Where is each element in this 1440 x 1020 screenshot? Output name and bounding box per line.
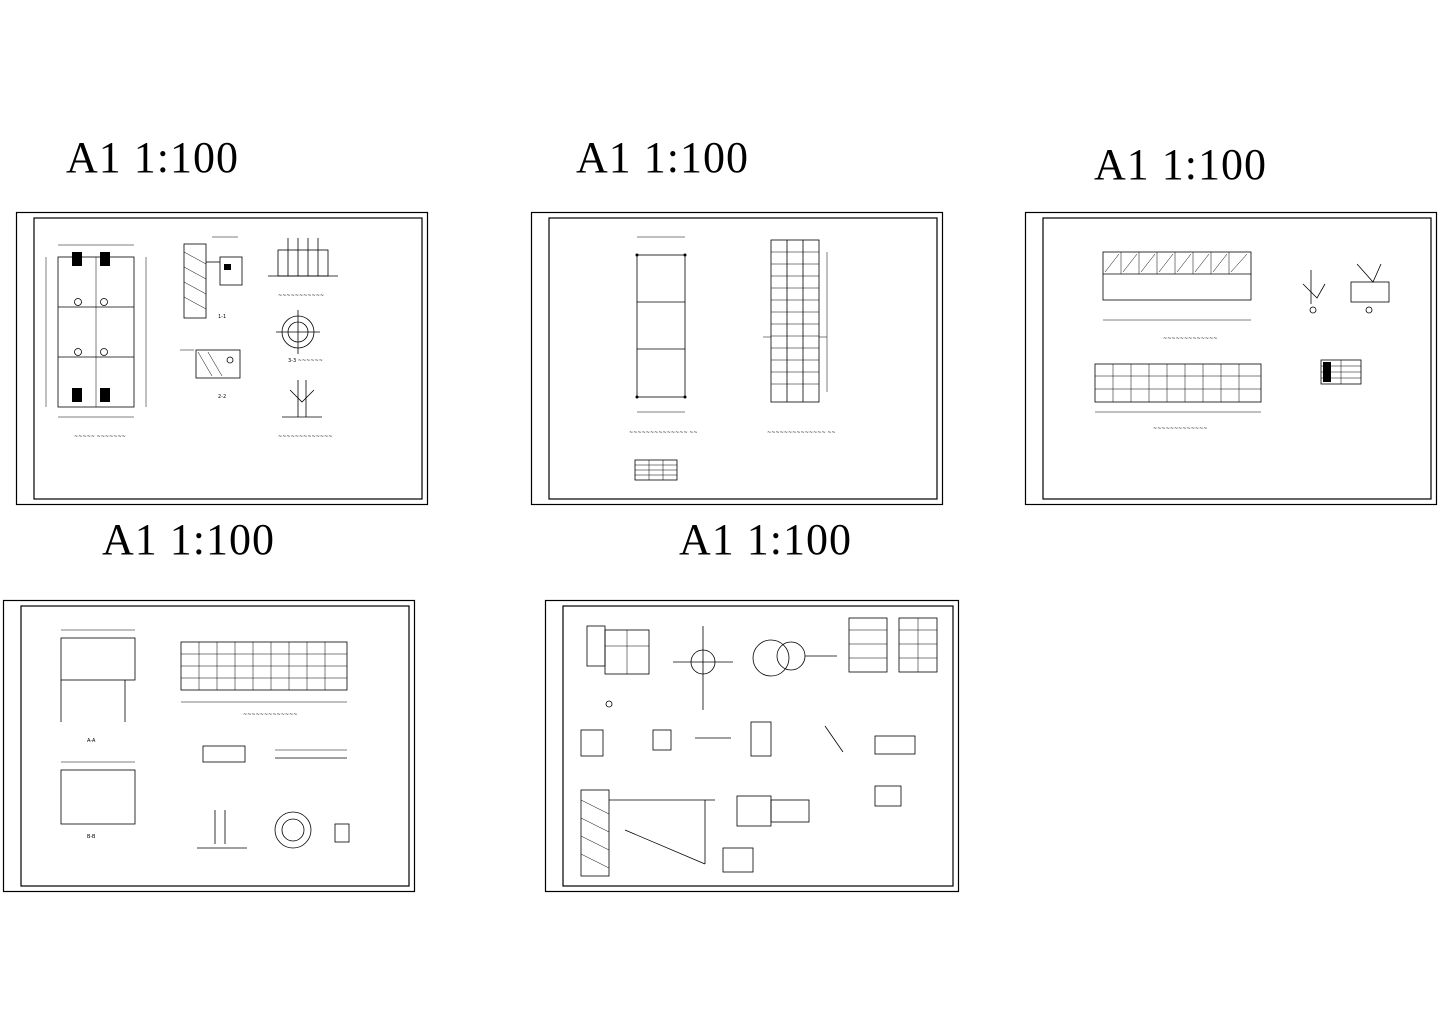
sheet-2-table: [634, 459, 678, 481]
svg-text:3-3 ~~~~~~: 3-3 ~~~~~~: [288, 358, 323, 364]
sheet-4-title: A1 1:100: [102, 515, 275, 564]
sheet-1-plan: ~~~~~ ~~~~~~~: [45, 244, 147, 440]
sheet-5-ring-node: [752, 639, 837, 677]
svg-text:~~~~~ ~~~~~~~: ~~~~~ ~~~~~~~: [74, 434, 126, 440]
sheet-2-frame-plan: ~~~~~~~~~~~~~~ ~~: [629, 236, 698, 436]
sheet-5-drawing: [544, 599, 960, 893]
svg-text:~~~~~~~~~~~~~: ~~~~~~~~~~~~~: [1153, 426, 1207, 432]
svg-text:~~~~~~~~~~~~~~ ~~: ~~~~~~~~~~~~~~ ~~: [767, 430, 836, 436]
svg-text:A-A: A-A: [87, 738, 96, 744]
sheet-1-title: A1 1:100: [66, 133, 239, 182]
sheet-3-drawing: ~~~~~~~~~~~~~ ~~~~~~~~~~~~~: [1024, 211, 1438, 506]
sheet-4-small-details: [197, 745, 350, 849]
sheet-5-node-detail-1: [586, 625, 650, 708]
sheet-4-elevation-b: B-B: [60, 761, 136, 840]
sheet-5-beam-details: [736, 785, 902, 827]
sheet-1-ring-detail: 3-3 ~~~~~~: [276, 310, 323, 364]
sheet-3-node-details: [1302, 263, 1390, 314]
sheet-1-base-detail: ~~~~~~~~~~~: [268, 238, 338, 299]
svg-text:~~~~~~~~~~~~~~ ~~: ~~~~~~~~~~~~~~ ~~: [629, 430, 698, 436]
sheet-1-drawing: ~~~~~ ~~~~~~~ 1-1 2-2 ~~~~~~~~~~~ 3-3 ~~…: [15, 211, 429, 506]
sheet-2-title: A1 1:100: [576, 133, 749, 182]
sheet-5-title: A1 1:100: [679, 515, 852, 564]
sheet-4-elevation-a: A-A: [60, 629, 136, 744]
sheet-5-row-details: [580, 721, 916, 757]
sheet-5-wall-section: [580, 789, 754, 877]
svg-text:~~~~~~~~~~~~~: ~~~~~~~~~~~~~: [243, 712, 297, 718]
sheet-4-drawing: A-A B-B ~~~~~~~~~~~~~: [2, 599, 416, 893]
sheet-5-cross-node: [673, 626, 733, 710]
sheet-2-grating-plan: ~~~~~~~~~~~~~~ ~~: [763, 239, 836, 436]
sheet-2-drawing: ~~~~~~~~~~~~~~ ~~ ~~~~~~~~~~~~~~ ~~: [530, 211, 944, 506]
svg-text:~~~~~~~~~~~~~: ~~~~~~~~~~~~~: [278, 434, 332, 440]
sheet-3-title: A1 1:100: [1094, 140, 1267, 189]
sheet-1-detail-section: 1-1 2-2: [180, 236, 243, 400]
svg-text:1-1: 1-1: [218, 314, 226, 320]
sheet-3-table: [1320, 359, 1362, 385]
sheet-3-plan: ~~~~~~~~~~~~~: [1094, 363, 1262, 432]
sheet-4-grating-elevation: ~~~~~~~~~~~~~: [180, 641, 348, 718]
sheet-1-column-detail: ~~~~~~~~~~~~~: [278, 380, 332, 440]
sheet-3-elevation: ~~~~~~~~~~~~~: [1102, 251, 1252, 342]
svg-text:2-2: 2-2: [218, 394, 226, 400]
svg-text:~~~~~~~~~~~: ~~~~~~~~~~~: [278, 293, 324, 299]
svg-text:B-B: B-B: [87, 834, 96, 840]
svg-text:~~~~~~~~~~~~~: ~~~~~~~~~~~~~: [1163, 336, 1217, 342]
sheet-5-grating-panels: [848, 617, 938, 673]
